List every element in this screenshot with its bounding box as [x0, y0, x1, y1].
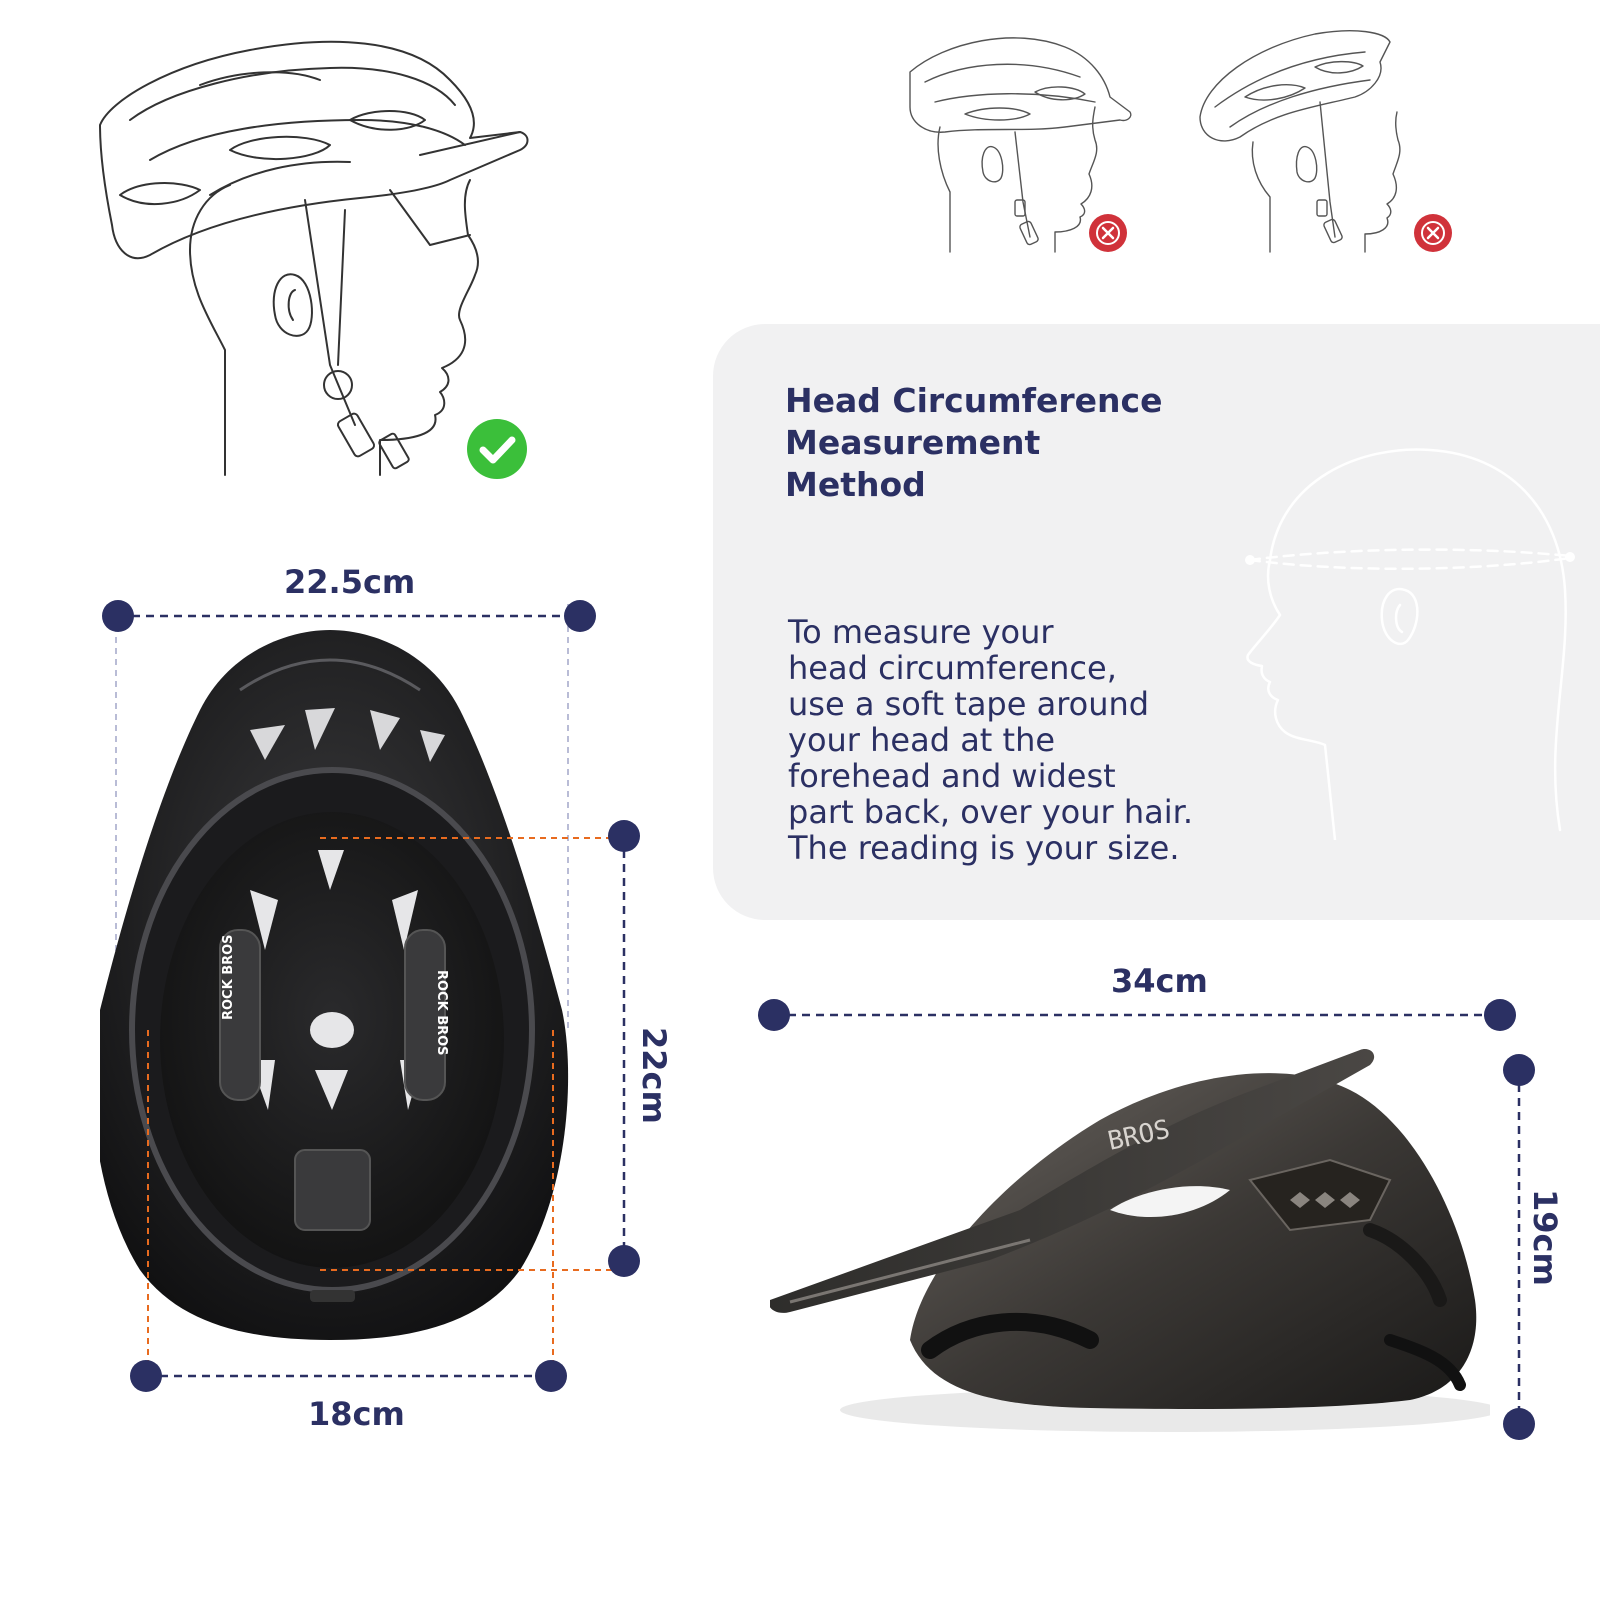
- correct-fit-illustration: [99, 40, 529, 476]
- height-label: 19cm: [1526, 1189, 1564, 1286]
- depth-label: 22cm: [635, 1027, 673, 1124]
- info-title-line: Method: [785, 465, 926, 504]
- helmet-side-view: BROS: [770, 1049, 1490, 1432]
- info-body-line: To measure your: [788, 613, 1054, 651]
- bottom-width-label: 18cm: [308, 1395, 405, 1433]
- svg-text:ROCK BROS: ROCK BROS: [434, 970, 449, 1056]
- height-dimension-line: [1503, 1054, 1535, 1440]
- svg-text:ROCK BROS: ROCK BROS: [221, 934, 236, 1020]
- info-body-line: forehead and widest: [788, 757, 1116, 795]
- helmet-top-view: ROCK BROS ROCK BROS: [100, 604, 569, 1340]
- info-body-line: use a soft tape around: [788, 685, 1150, 723]
- info-body-line: The reading is your size.: [788, 829, 1180, 867]
- incorrect-fit-illustration-tilted-back: [909, 37, 1132, 253]
- info-title: Head Circumference Measurement Method: [785, 380, 1255, 506]
- info-body-line: head circumference,: [788, 649, 1117, 687]
- info-title-line: Head Circumference: [785, 381, 1163, 420]
- info-body-line: your head at the: [788, 721, 1056, 759]
- length-label: 34cm: [1111, 962, 1208, 1000]
- depth-dimension-line: [608, 820, 640, 1277]
- head-measurement-icon: [1245, 448, 1575, 840]
- width-label: 22.5cm: [284, 563, 416, 601]
- x-icon: [1414, 214, 1452, 252]
- info-title-line: Measurement: [785, 423, 1041, 462]
- bottom-width-dimension-line: [130, 1360, 567, 1392]
- info-body: To measure your head circumference, use …: [788, 614, 1288, 866]
- measurement-info-panel: [713, 324, 1600, 920]
- orange-guide-lines: [147, 837, 612, 1370]
- info-body-line: part back, over your hair.: [788, 793, 1194, 831]
- incorrect-fit-illustration-tilted-forward: [1199, 30, 1401, 253]
- x-icon: [1089, 214, 1127, 252]
- length-dimension-line: [758, 999, 1516, 1031]
- check-icon: [467, 419, 527, 479]
- width-dimension-line: [102, 600, 596, 632]
